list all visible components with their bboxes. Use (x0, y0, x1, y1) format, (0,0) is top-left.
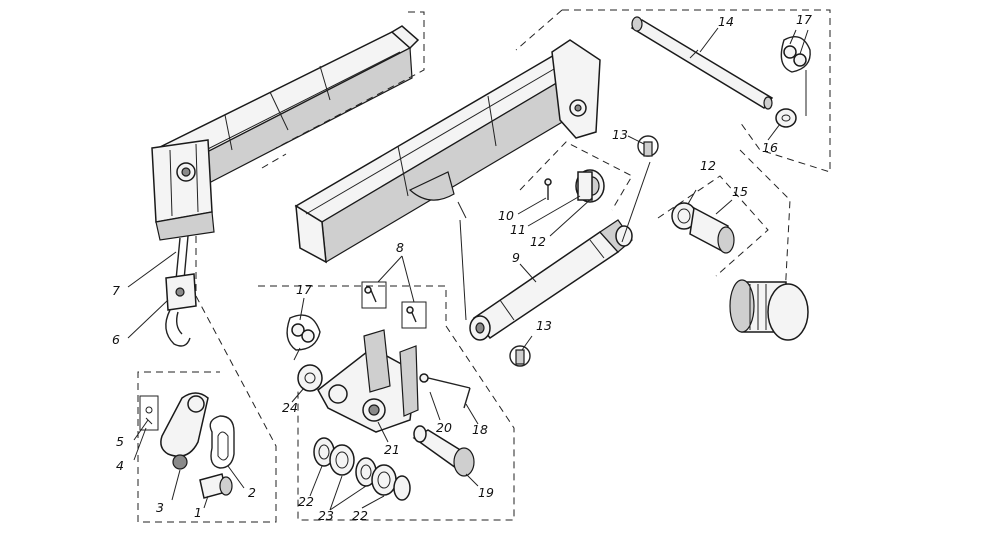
part-13-top (637, 135, 659, 157)
left-bottom-dash-frame (137, 236, 277, 523)
callout-20: 20 (436, 420, 452, 435)
part-16-washer (775, 108, 797, 128)
callout-18: 18 (472, 422, 488, 437)
bottom-center-dash-frame (258, 285, 515, 521)
drum-assembly (729, 279, 809, 341)
callout-15: 15 (732, 184, 748, 199)
callout-3: 3 (156, 500, 164, 515)
cylinder-line (459, 219, 467, 321)
cylinder-leader-boom (457, 201, 467, 219)
parts-12-15 (671, 202, 735, 254)
callout-5: 5 (116, 434, 124, 449)
callout-22-left: 22 (298, 494, 314, 509)
top-dash-left (515, 9, 563, 51)
callout-17-top: 17 (796, 12, 812, 27)
cylinder-leader-top (621, 161, 651, 243)
group-12-15-dash (657, 175, 769, 277)
group-10-12-dash (519, 141, 633, 211)
callout-16: 16 (762, 140, 778, 155)
center-boom-dash (261, 153, 287, 169)
center-boom (294, 39, 601, 264)
part-9-cylinder (469, 219, 633, 341)
callout-19: 19 (478, 485, 494, 500)
part-17-nuts-top (780, 36, 811, 116)
callout-2: 2 (248, 485, 256, 500)
part-13-bottom (509, 345, 531, 367)
part-17-nuts-left (286, 314, 321, 361)
parts-18-20 (419, 373, 471, 409)
callout-7: 7 (112, 283, 120, 298)
callout-11: 11 (510, 222, 526, 237)
left-boom-dash-frame (275, 11, 425, 149)
part-19-pin (412, 425, 475, 477)
callout-23: 23 (318, 508, 334, 523)
callout-1: 1 (194, 505, 202, 520)
top-right-dash-frame (562, 9, 831, 173)
callout-12-left: 12 (530, 234, 546, 249)
callout-13-bottom: 13 (536, 318, 552, 333)
callout-24: 24 (282, 400, 298, 415)
part-8-pins (361, 281, 427, 329)
callout-8: 8 (396, 240, 404, 255)
right-dash-link (739, 149, 791, 317)
part-21-bracket (317, 329, 419, 433)
part-14-long-pin (630, 16, 774, 110)
parts-group-1-5 (139, 392, 235, 499)
parts-22-23-bushings (313, 437, 411, 501)
callout-17-left: 17 (296, 282, 312, 297)
callout-13-top: 13 (612, 127, 628, 142)
parts-10-12 (544, 169, 605, 203)
part-24-washer (297, 364, 323, 392)
left-boom (151, 25, 420, 347)
callout-14: 14 (718, 14, 734, 29)
callout-9: 9 (512, 250, 520, 265)
callout-12-right: 12 (700, 158, 716, 173)
callout-4: 4 (116, 458, 124, 473)
callout-21: 21 (384, 442, 400, 457)
callout-22-right: 22 (352, 508, 368, 523)
callout-6: 6 (112, 332, 120, 347)
callout-10: 10 (498, 208, 514, 223)
